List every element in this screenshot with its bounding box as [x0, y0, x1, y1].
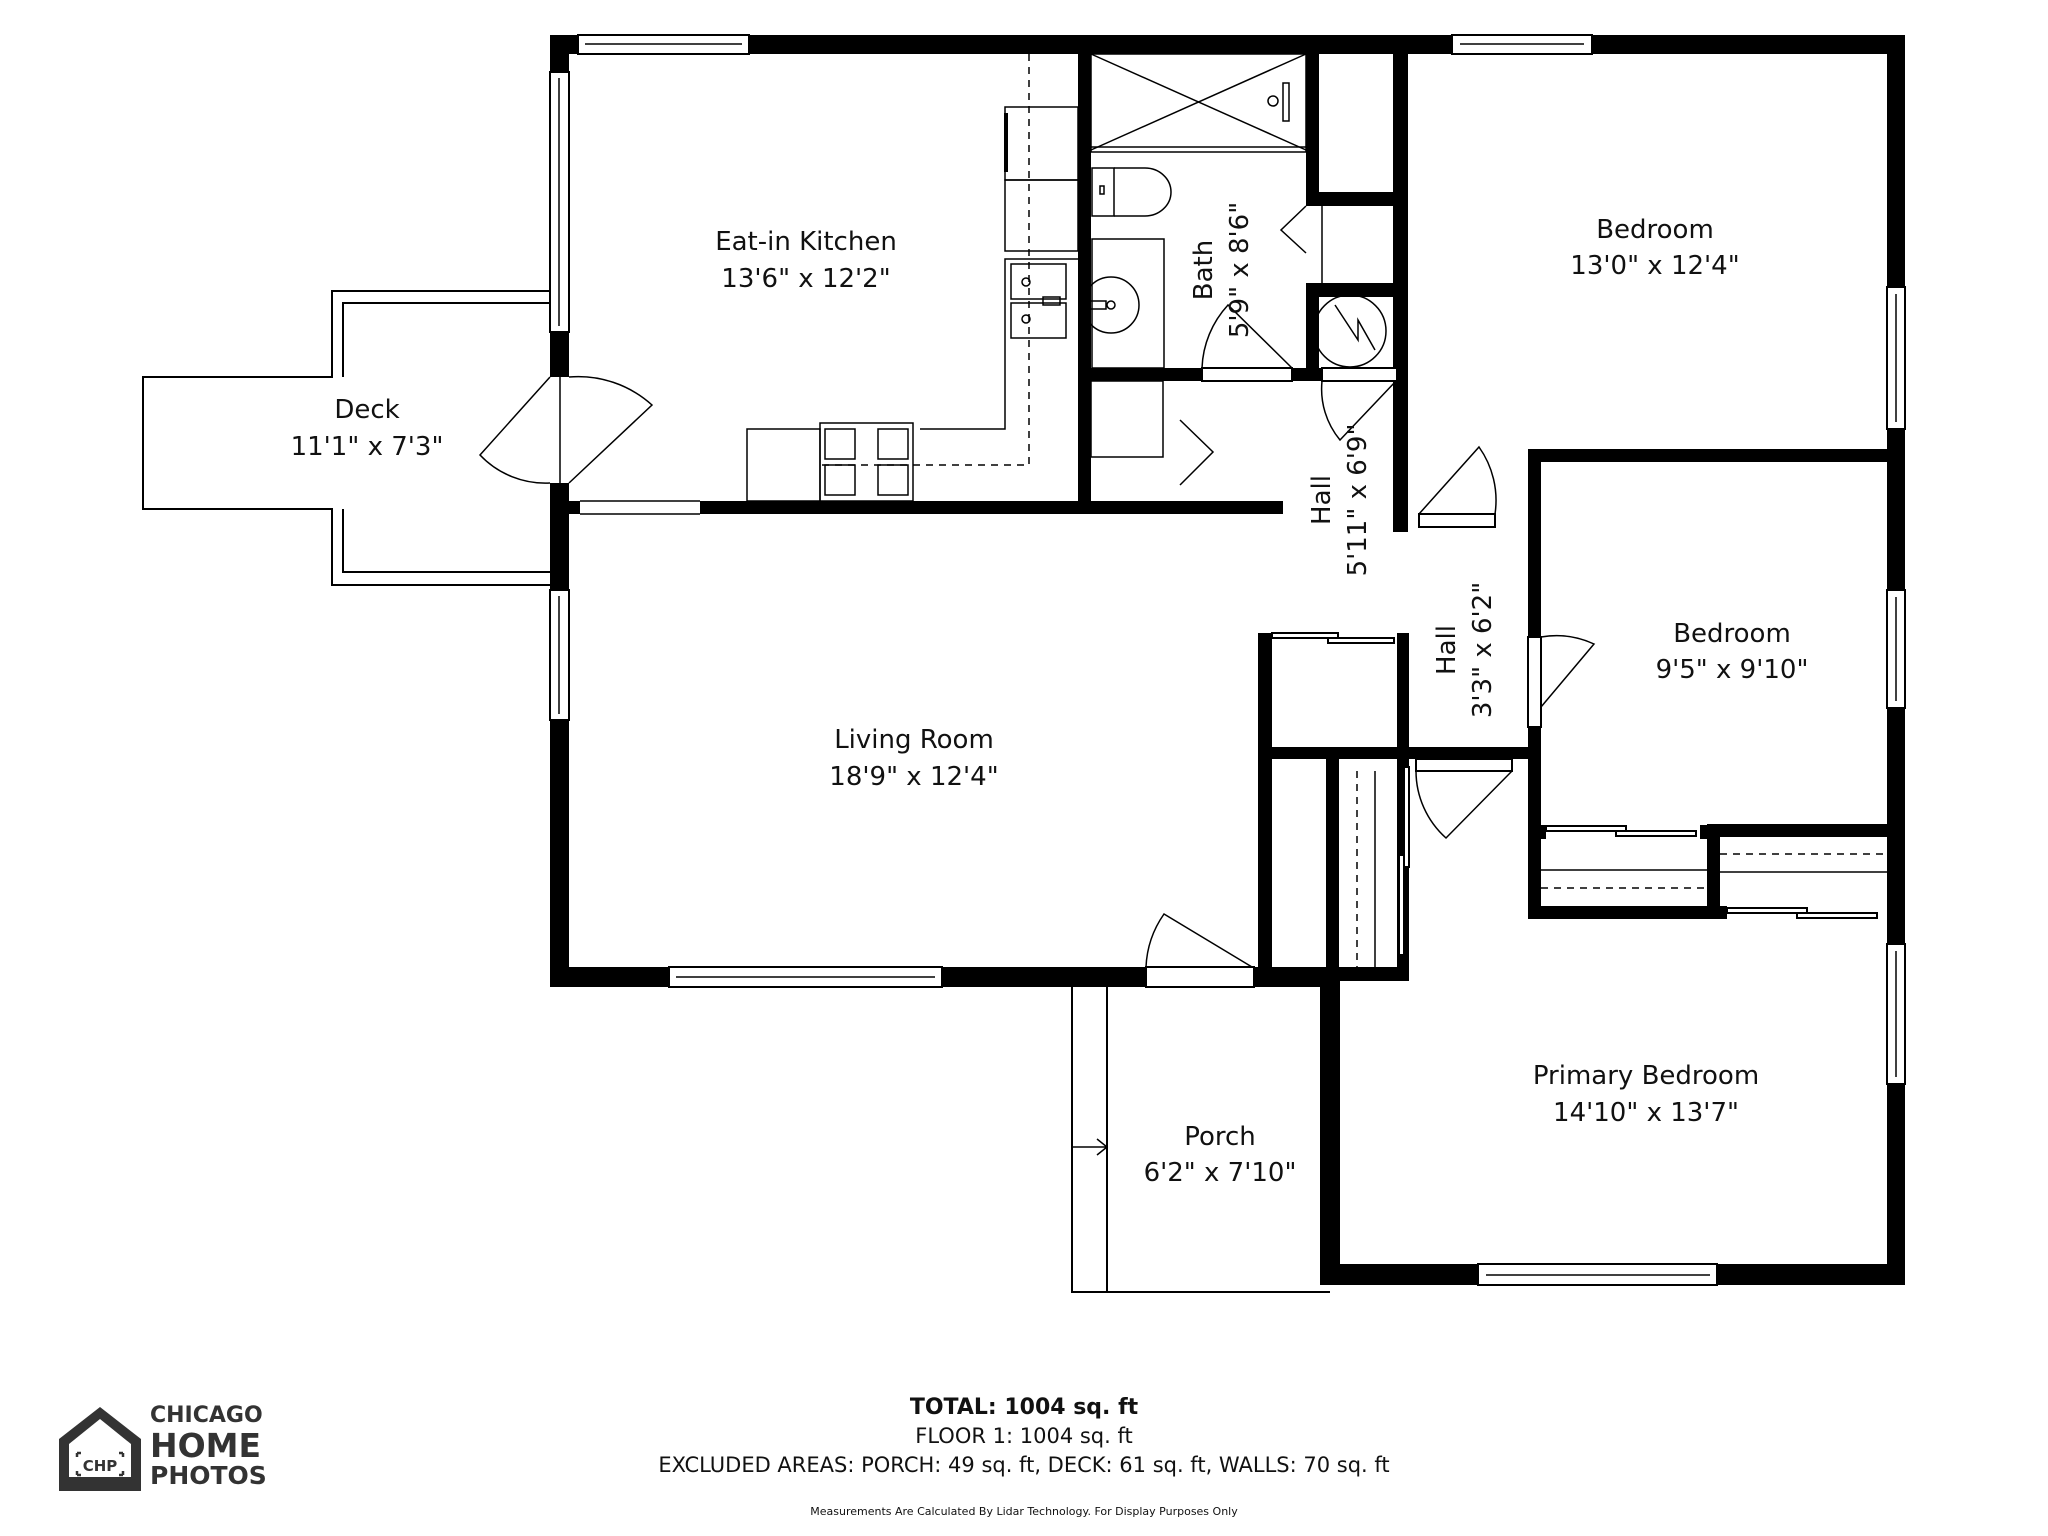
svg-text:Deck: Deck — [334, 395, 399, 425]
svg-text:Hall: Hall — [1307, 475, 1337, 525]
svg-text:CHP: CHP — [83, 1457, 118, 1475]
fixtures — [746, 53, 1887, 967]
chicago-home-photos-logo: CHP CHICAGO HOME PHOTOS — [55, 1405, 285, 1495]
porch-outline — [1071, 987, 1330, 1293]
room-label-bedroom-2: Bedroom 9'5" x 9'10" — [1656, 619, 1809, 685]
logo-wordmark: CHICAGO HOME PHOTOS — [150, 1403, 267, 1490]
room-label-kitchen: Eat-in Kitchen 13'6" x 12'2" — [715, 227, 897, 294]
floor-1-area: FLOOR 1: 1004 sq. ft — [915, 1424, 1133, 1448]
svg-text:13'6" x 12'2": 13'6" x 12'2" — [721, 264, 890, 294]
interior-walls — [569, 54, 1905, 981]
svg-text:Bedroom: Bedroom — [1673, 619, 1791, 649]
room-label-living: Living Room 18'9" x 12'4" — [829, 725, 998, 792]
room-label-primary: Primary Bedroom 14'10" x 13'7" — [1533, 1061, 1759, 1128]
deck-outline — [142, 290, 550, 586]
svg-text:Living Room: Living Room — [834, 725, 994, 755]
svg-text:Bath: Bath — [1189, 240, 1219, 300]
windows — [549, 34, 1906, 1286]
svg-text:Primary Bedroom: Primary Bedroom — [1533, 1061, 1759, 1091]
house-logo-icon: CHP — [59, 1407, 141, 1491]
total-area: TOTAL: 1004 sq. ft — [909, 1395, 1139, 1420]
room-label-porch: Porch 6'2" x 7'10" — [1144, 1122, 1297, 1188]
svg-text:18'9" x 12'4": 18'9" x 12'4" — [829, 762, 998, 792]
room-label-hall-2: Hall 3'3" x 6'2" — [1432, 582, 1498, 718]
svg-text:5'11" x 6'9": 5'11" x 6'9" — [1343, 424, 1373, 577]
svg-text:11'1" x 7'3": 11'1" x 7'3" — [291, 432, 444, 462]
svg-text:3'3" x 6'2": 3'3" x 6'2" — [1468, 582, 1498, 718]
room-label-deck: Deck 11'1" x 7'3" — [291, 395, 444, 462]
excluded-areas: EXCLUDED AREAS: PORCH: 49 sq. ft, DECK: … — [658, 1453, 1390, 1477]
svg-text:9'5" x 9'10": 9'5" x 9'10" — [1656, 655, 1809, 685]
svg-text:Hall: Hall — [1432, 625, 1462, 675]
doors — [478, 205, 1878, 988]
svg-text:Bedroom: Bedroom — [1596, 215, 1714, 245]
disclaimer: Measurements Are Calculated By Lidar Tec… — [810, 1505, 1238, 1518]
svg-text:Porch: Porch — [1184, 1122, 1256, 1152]
room-label-hall-1: Hall 5'11" x 6'9" — [1307, 424, 1373, 577]
svg-text:Eat-in Kitchen: Eat-in Kitchen — [715, 227, 897, 257]
room-label-bath: Bath 5'9" x 8'6" — [1189, 202, 1255, 338]
svg-text:6'2" x 7'10": 6'2" x 7'10" — [1144, 1158, 1297, 1188]
svg-text:14'10" x 13'7": 14'10" x 13'7" — [1553, 1098, 1739, 1128]
svg-text:13'0" x 12'4": 13'0" x 12'4" — [1570, 251, 1739, 281]
svg-text:5'9" x 8'6": 5'9" x 8'6" — [1225, 202, 1255, 338]
room-label-bedroom-1: Bedroom 13'0" x 12'4" — [1570, 215, 1739, 281]
